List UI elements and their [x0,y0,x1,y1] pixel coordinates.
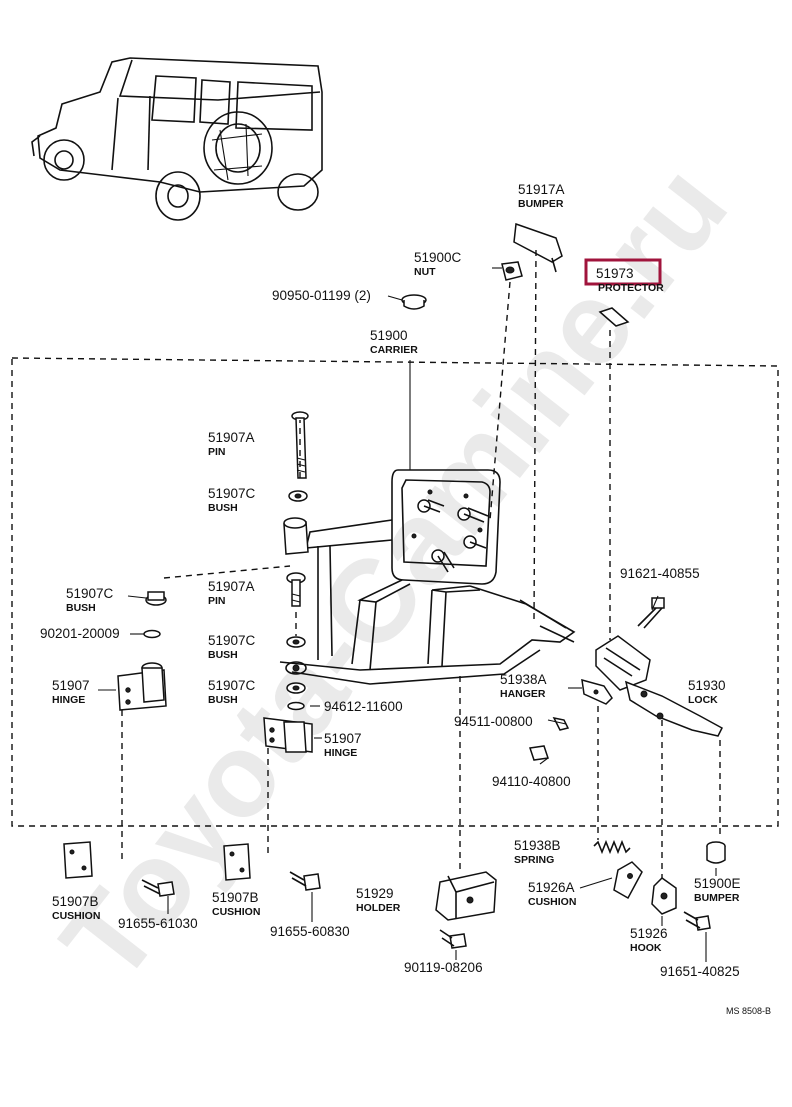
label-51907-left-number[interactable]: 51907 [52,678,90,693]
label-51900c-number[interactable]: 51900C [414,250,462,265]
label-51907c-lower-number[interactable]: 51907C [208,678,256,693]
hook-51926-part [651,877,677,915]
cushion-51907b-right-part [223,843,251,881]
hinge-51907-left-part [117,662,167,711]
bush-51907c-left-part [145,591,167,606]
label-51929-name: HOLDER [356,902,401,914]
leader-lines [98,249,721,962]
label-51907b-right-number[interactable]: 51907B [212,890,259,905]
label-51907-right-number[interactable]: 51907 [324,731,362,746]
label-91655-left-number[interactable]: 91655-61030 [118,916,198,931]
plug-90950-part [401,294,427,310]
bolt-91651-part [683,911,711,931]
label-51907c-left-name: BUSH [66,602,96,614]
highlight-box [584,258,662,286]
label-51907c-upper-number[interactable]: 51907C [208,486,256,501]
label-51973-number[interactable]: 51973 [596,266,634,281]
label-91655-right-number[interactable]: 91655-60830 [270,924,350,939]
washer-90201-part [143,629,161,639]
label-51938b-number[interactable]: 51938B [514,838,561,853]
label-90201-number[interactable]: 90201-20009 [40,626,120,641]
label-51930-name: LOCK [688,694,718,706]
washer-94612-part [287,701,305,711]
label-51907a-lower-number[interactable]: 51907A [208,579,255,594]
hinge-bush-cylinder [283,517,309,555]
label-94511-number[interactable]: 94511-00800 [454,714,533,729]
diagram-code: MS 8508-B [726,1006,771,1016]
label-90950-number[interactable]: 90950-01199 (2) [272,288,371,303]
carrier-frame [279,469,576,685]
label-51900c-name: NUT [414,266,436,278]
protector-51973-part [598,307,630,327]
label-51907-left-name: HINGE [52,694,85,706]
label-51973-name: PROTECTOR [598,282,664,294]
bolt-91655-right-part [289,871,321,891]
screw-94511-part [552,716,570,731]
label-51907a-upper-number[interactable]: 51907A [208,430,255,445]
holder-51929-part [435,871,497,921]
bolt-91655-left-part [141,879,175,897]
bolt-91621-part [637,597,665,629]
lock-51930-part [595,635,723,737]
bush-51907c-lower-part [286,682,306,694]
pin-51907a-lower-part [286,572,306,607]
label-51907b-right-name: CUSHION [212,906,260,918]
label-51907b-left-number[interactable]: 51907B [52,894,99,909]
label-91621-number[interactable]: 91621-40855 [620,566,700,581]
nut-94110-part [529,745,549,761]
hinge-51907-right-part [263,717,313,753]
label-51938a-name: HANGER [500,688,546,700]
label-90119-number[interactable]: 90119-08206 [404,960,483,975]
label-51938b-name: SPRING [514,854,554,866]
label-51907a-lower-name: PIN [208,595,226,607]
label-51907b-left-name: CUSHION [52,910,100,922]
cushion-51907b-left-part [63,841,93,879]
label-51907a-upper-name: PIN [208,446,226,458]
cushion-51926a-part [613,861,643,900]
bolt-90119-part [439,929,467,949]
label-51907c-lower-name: BUSH [208,694,238,706]
label-51907-right-name: HINGE [324,747,357,759]
label-51926-number[interactable]: 51926 [630,926,668,941]
label-51917a-name: BUMPER [518,198,564,210]
spring-51938b-part [593,839,631,855]
label-51917a-number[interactable]: 51917A [518,182,565,197]
nut-51900c-part [501,261,523,281]
label-51900e-number[interactable]: 51900E [694,876,741,891]
part-labels: 51917A BUMPER 51900C NUT 51973 PROTECTOR… [40,182,771,1016]
pin-51907a-upper-part [291,411,309,479]
vehicle-illustration [31,57,323,221]
bumper-51917a-part [513,222,563,273]
label-51900-name: CARRIER [370,344,418,356]
label-51907c-mid-number[interactable]: 51907C [208,633,256,648]
label-91651-number[interactable]: 91651-40825 [660,964,740,979]
label-51900e-name: BUMPER [694,892,740,904]
label-51926a-name: CUSHION [528,896,576,908]
label-51926a-number[interactable]: 51926A [528,880,575,895]
bumper-51900e-part [706,841,726,864]
label-51929-number[interactable]: 51929 [356,886,394,901]
bush-51907c-upper-part [288,490,308,502]
assembly-boundary [11,357,779,827]
hanger-51938a-part [581,678,613,705]
label-94612-number[interactable]: 94612-11600 [324,699,403,714]
label-51938a-number[interactable]: 51938A [500,672,547,687]
label-51930-number[interactable]: 51930 [688,678,726,693]
label-51900-number[interactable]: 51900 [370,328,408,343]
label-51926-name: HOOK [630,942,662,954]
label-94110-number[interactable]: 94110-40800 [492,774,571,789]
label-51907c-mid-name: BUSH [208,649,238,661]
label-51907c-left-number[interactable]: 51907C [66,586,114,601]
label-51907c-upper-name: BUSH [208,502,238,514]
bush-51907c-mid-part [286,636,306,648]
